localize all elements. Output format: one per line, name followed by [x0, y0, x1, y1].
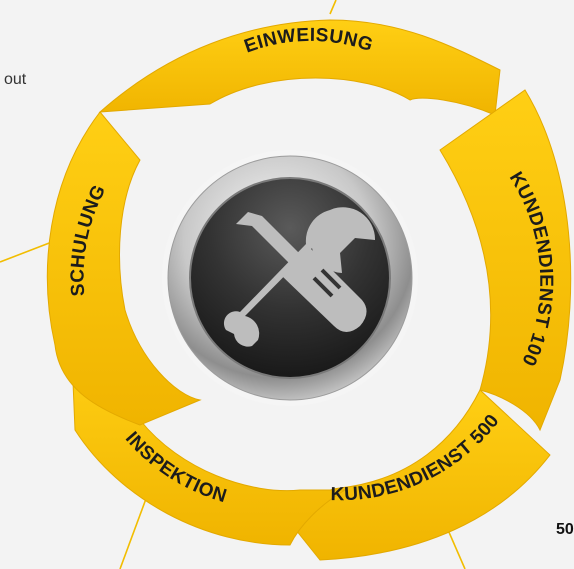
segment-schulung [46, 111, 202, 426]
wrench-icon [223, 207, 376, 347]
segment-kundendienst-100 [439, 89, 572, 432]
side-caption-text: out [4, 71, 27, 88]
leader-line-top [329, 0, 337, 15]
leader-line-bottom-left [119, 487, 151, 569]
wrench-screwdriver-icon [223, 207, 376, 347]
segment-inspektion [71, 356, 347, 546]
screwdriver-icon [236, 212, 367, 332]
segment-einweisung [98, 19, 501, 116]
ring-segments [46, 19, 572, 561]
page-number: 50 [556, 521, 574, 538]
